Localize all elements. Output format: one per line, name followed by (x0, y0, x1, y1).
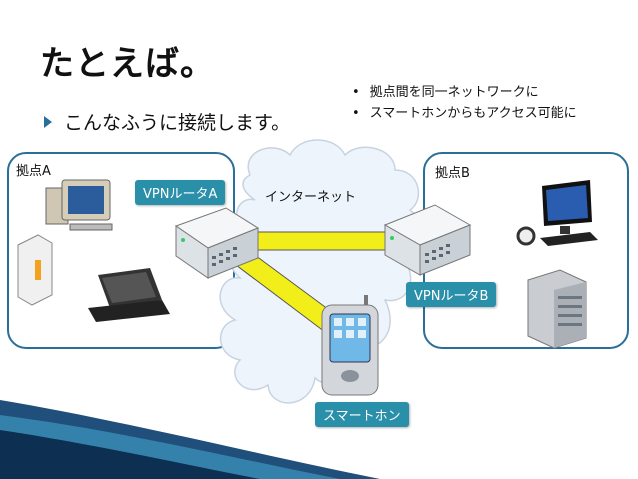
server-tower-a-icon (17, 234, 53, 306)
internet-label: インターネット (265, 190, 357, 205)
notes-list: • 拠点間を同一ネットワークに • スマートホンからもアクセス可能に (352, 82, 577, 124)
bullet-dot: • (352, 85, 360, 100)
router-b-label: VPNルータB (406, 282, 497, 307)
triangle-bullet-icon (44, 115, 52, 128)
note-item: • スマートホンからもアクセス可能に (352, 103, 577, 124)
bullet-dot: • (352, 106, 360, 121)
router-a-icon (174, 207, 260, 279)
note-item: • 拠点間を同一ネットワークに (352, 82, 577, 103)
site-b-label: 拠点B (435, 166, 470, 181)
laptop-icon (88, 268, 170, 322)
main-point-text: こんなふうに接続します。 (64, 112, 291, 134)
page-title: たとえば。 (40, 44, 215, 84)
main-bullet: こんなふうに接続します。 (44, 108, 290, 135)
router-a-label: VPNルータA (135, 180, 226, 205)
note-text: スマートホンからもアクセス可能に (369, 106, 577, 121)
router-b-icon (383, 204, 472, 276)
desktop-pc-icon (45, 179, 113, 231)
workstation-b-icon (516, 180, 598, 246)
smartphone-icon (321, 295, 379, 396)
smartphone-label: スマートホン (315, 402, 409, 427)
server-rack-b-icon (527, 269, 587, 349)
note-text: 拠点間を同一ネットワークに (369, 85, 539, 100)
site-a-label: 拠点A (16, 164, 51, 179)
